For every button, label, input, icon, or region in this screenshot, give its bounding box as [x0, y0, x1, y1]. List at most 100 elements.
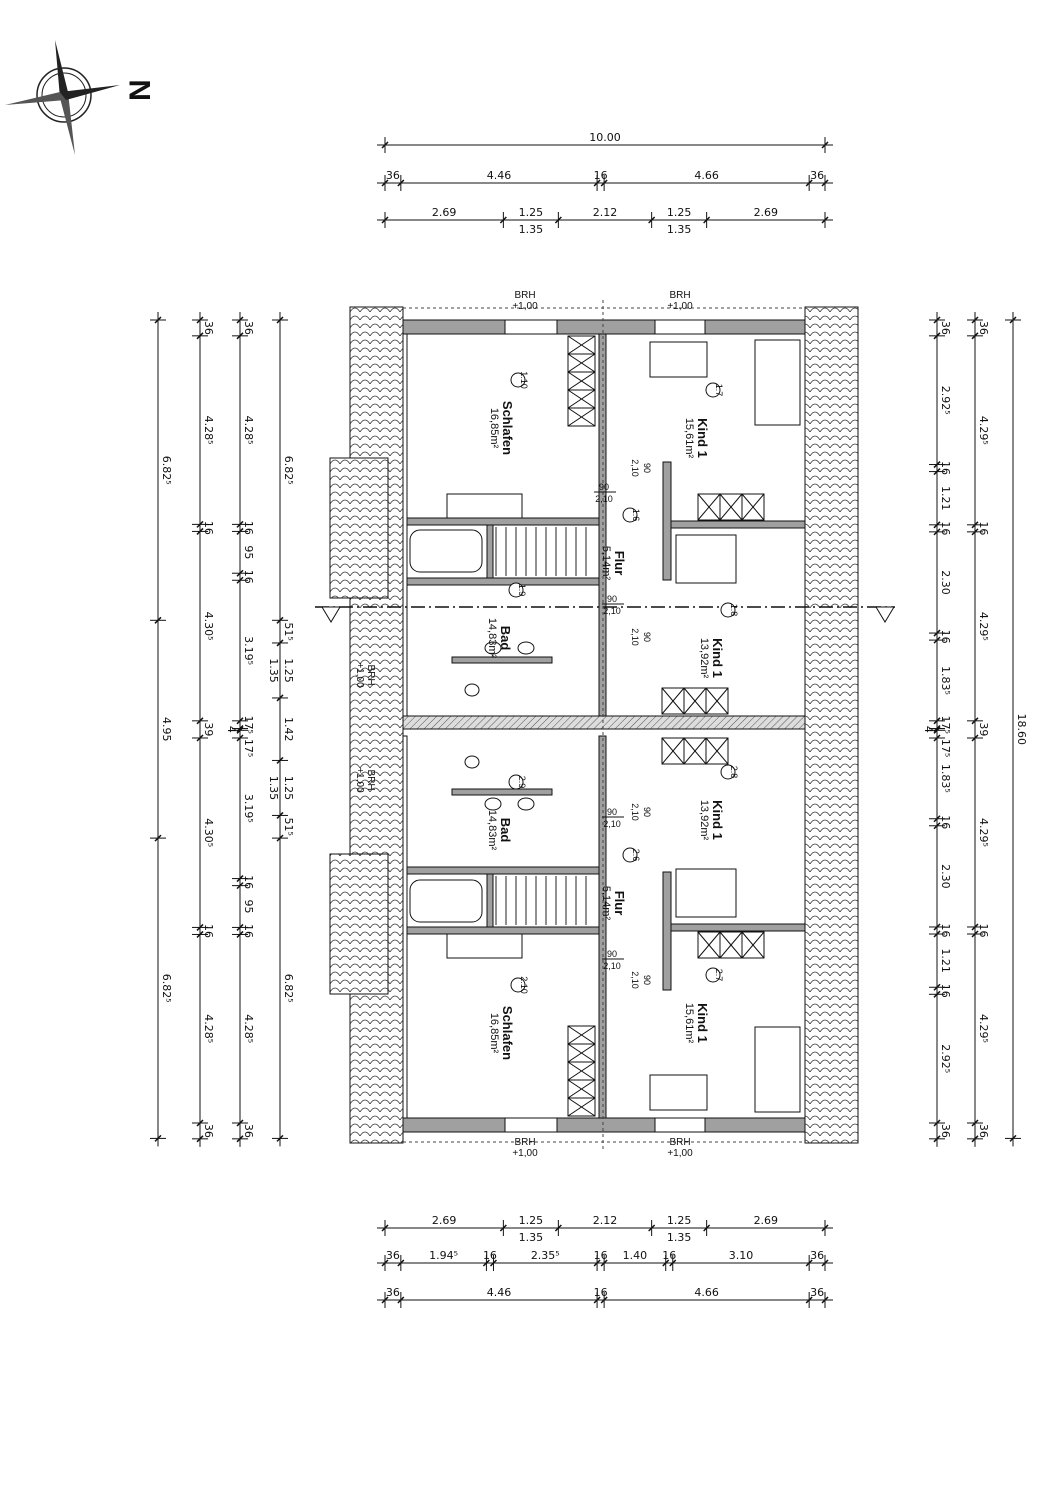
window-label: BRH+1,00: [667, 1137, 693, 1159]
dimension-label: 2.92⁵: [939, 1044, 952, 1073]
dimension-tick-mark: [933, 629, 941, 637]
dimension-label: 3.10: [729, 1249, 754, 1262]
window-brh: BRH: [669, 1137, 690, 1148]
window: [504, 1117, 558, 1133]
dimension-tick-mark: [397, 1296, 405, 1304]
dimension-tick-mark: [196, 332, 204, 340]
window-brh: BRH: [365, 664, 376, 685]
dimension-tick-mark: [196, 717, 204, 725]
dimension-label: 2.12: [593, 1214, 618, 1227]
dimension-label: 16: [242, 570, 255, 584]
dimension-tick-mark: [236, 923, 244, 931]
door-width: 90: [599, 482, 609, 492]
compass-north-label: N: [124, 79, 157, 101]
dimension-tick-mark: [648, 216, 656, 224]
sink-icon: [517, 797, 535, 811]
room-name: Schlafen: [500, 401, 515, 455]
window: [504, 319, 558, 335]
dimension-label: 16: [594, 169, 608, 182]
dimension-tick-mark: [381, 179, 389, 187]
dimension-label: 1.21: [939, 486, 952, 511]
dimension-tick-mark: [933, 332, 941, 340]
dimension-tick-mark: [933, 316, 941, 324]
dimension-label: 36: [810, 1286, 824, 1299]
wardrobe-cell: [705, 737, 729, 765]
dimension-tick-mark: [593, 179, 601, 187]
dimension-label: 16: [594, 1249, 608, 1262]
dimension-tick-mark: [236, 569, 244, 577]
room-name: Flur: [612, 891, 627, 916]
dimension-tick-mark: [593, 1259, 601, 1267]
dimension-label: 4.30⁵: [202, 818, 215, 847]
dimension-tick-mark: [554, 216, 562, 224]
dimension-tick-mark: [236, 875, 244, 883]
door-width: 90: [642, 463, 652, 473]
party-wall: [402, 715, 806, 730]
dimension-label: 4.66: [694, 169, 719, 182]
dimension-label: 1.94⁵: [429, 1249, 458, 1262]
window-brh: BRH: [365, 769, 376, 790]
dimension-tick-mark: [482, 1259, 490, 1267]
dimension-label: 16: [594, 1286, 608, 1299]
dimension-tick-mark: [662, 1259, 670, 1267]
room-number-badge: [705, 967, 721, 983]
dimension-label: 36: [939, 1124, 952, 1138]
window-label: BRH+1,00: [354, 662, 376, 688]
door-label: 902,10: [602, 949, 624, 971]
room-area: 16,85m²: [488, 408, 500, 449]
dimension-label: 36: [977, 1124, 990, 1138]
dimension-label: 10.00: [589, 131, 621, 144]
room-number: 2.10: [519, 976, 529, 994]
wardrobe-cross: [719, 493, 743, 521]
dimension-tick-mark: [933, 468, 941, 476]
dimension-label: 36: [386, 1249, 400, 1262]
dimension-tick-mark: [236, 930, 244, 938]
dimension-label: 18.60: [1015, 713, 1028, 745]
dimension-label: 16: [939, 461, 952, 475]
dimension-tick-mark: [703, 216, 711, 224]
interior-wall: [670, 520, 806, 529]
dimension-tick-mark: [805, 179, 813, 187]
dimension-label: 1.21: [939, 948, 952, 973]
door-height: 2,10: [630, 803, 640, 821]
room-number-badge: [510, 977, 526, 993]
dimension-tick-mark: [971, 1135, 979, 1143]
dimension-label: 16: [939, 630, 952, 644]
dimension-tick-mark: [236, 332, 244, 340]
dimension-tick-mark: [933, 717, 941, 725]
room-area: 16,85m²: [488, 1013, 500, 1054]
bathtub-icon: [409, 529, 483, 573]
dimension-tick-mark: [971, 1119, 979, 1127]
dimension-label: 4.29⁵: [977, 818, 990, 847]
dimension-label: 6.82⁵: [282, 456, 295, 485]
dimension-chain: 362.92⁵161.21162.30161.83⁵17⁵17⁵1.83⁵162…: [922, 312, 952, 1147]
dimension-label: 4.28⁵: [242, 416, 255, 445]
interior-wall: [402, 926, 600, 935]
room-number: 1.10: [519, 371, 529, 389]
interior-wall: [662, 871, 672, 991]
section-marker-right-icon: [875, 606, 895, 623]
dimension-label: 16: [939, 984, 952, 998]
dormer: [329, 457, 389, 599]
room-number: 2.7: [714, 969, 724, 982]
dimension-tick-mark: [933, 528, 941, 536]
dimension-label: 2.92⁵: [939, 386, 952, 415]
dimension-label: 16: [939, 924, 952, 938]
dimension-tick-mark: [593, 1296, 601, 1304]
wardrobe-icon: [697, 931, 765, 959]
dimension-label: 1.25: [519, 1214, 544, 1227]
wardrobe-cross: [683, 687, 707, 715]
dimension-label: 17⁵: [939, 739, 952, 757]
door-height: 2,10: [595, 494, 613, 504]
door-height: 2,10: [603, 961, 621, 971]
dimension-tick-mark: [236, 1119, 244, 1127]
dimension-sublabel: 1.35: [519, 1231, 544, 1244]
dimension-label: 4.28⁵: [202, 1014, 215, 1043]
bed-icon: [754, 339, 801, 426]
